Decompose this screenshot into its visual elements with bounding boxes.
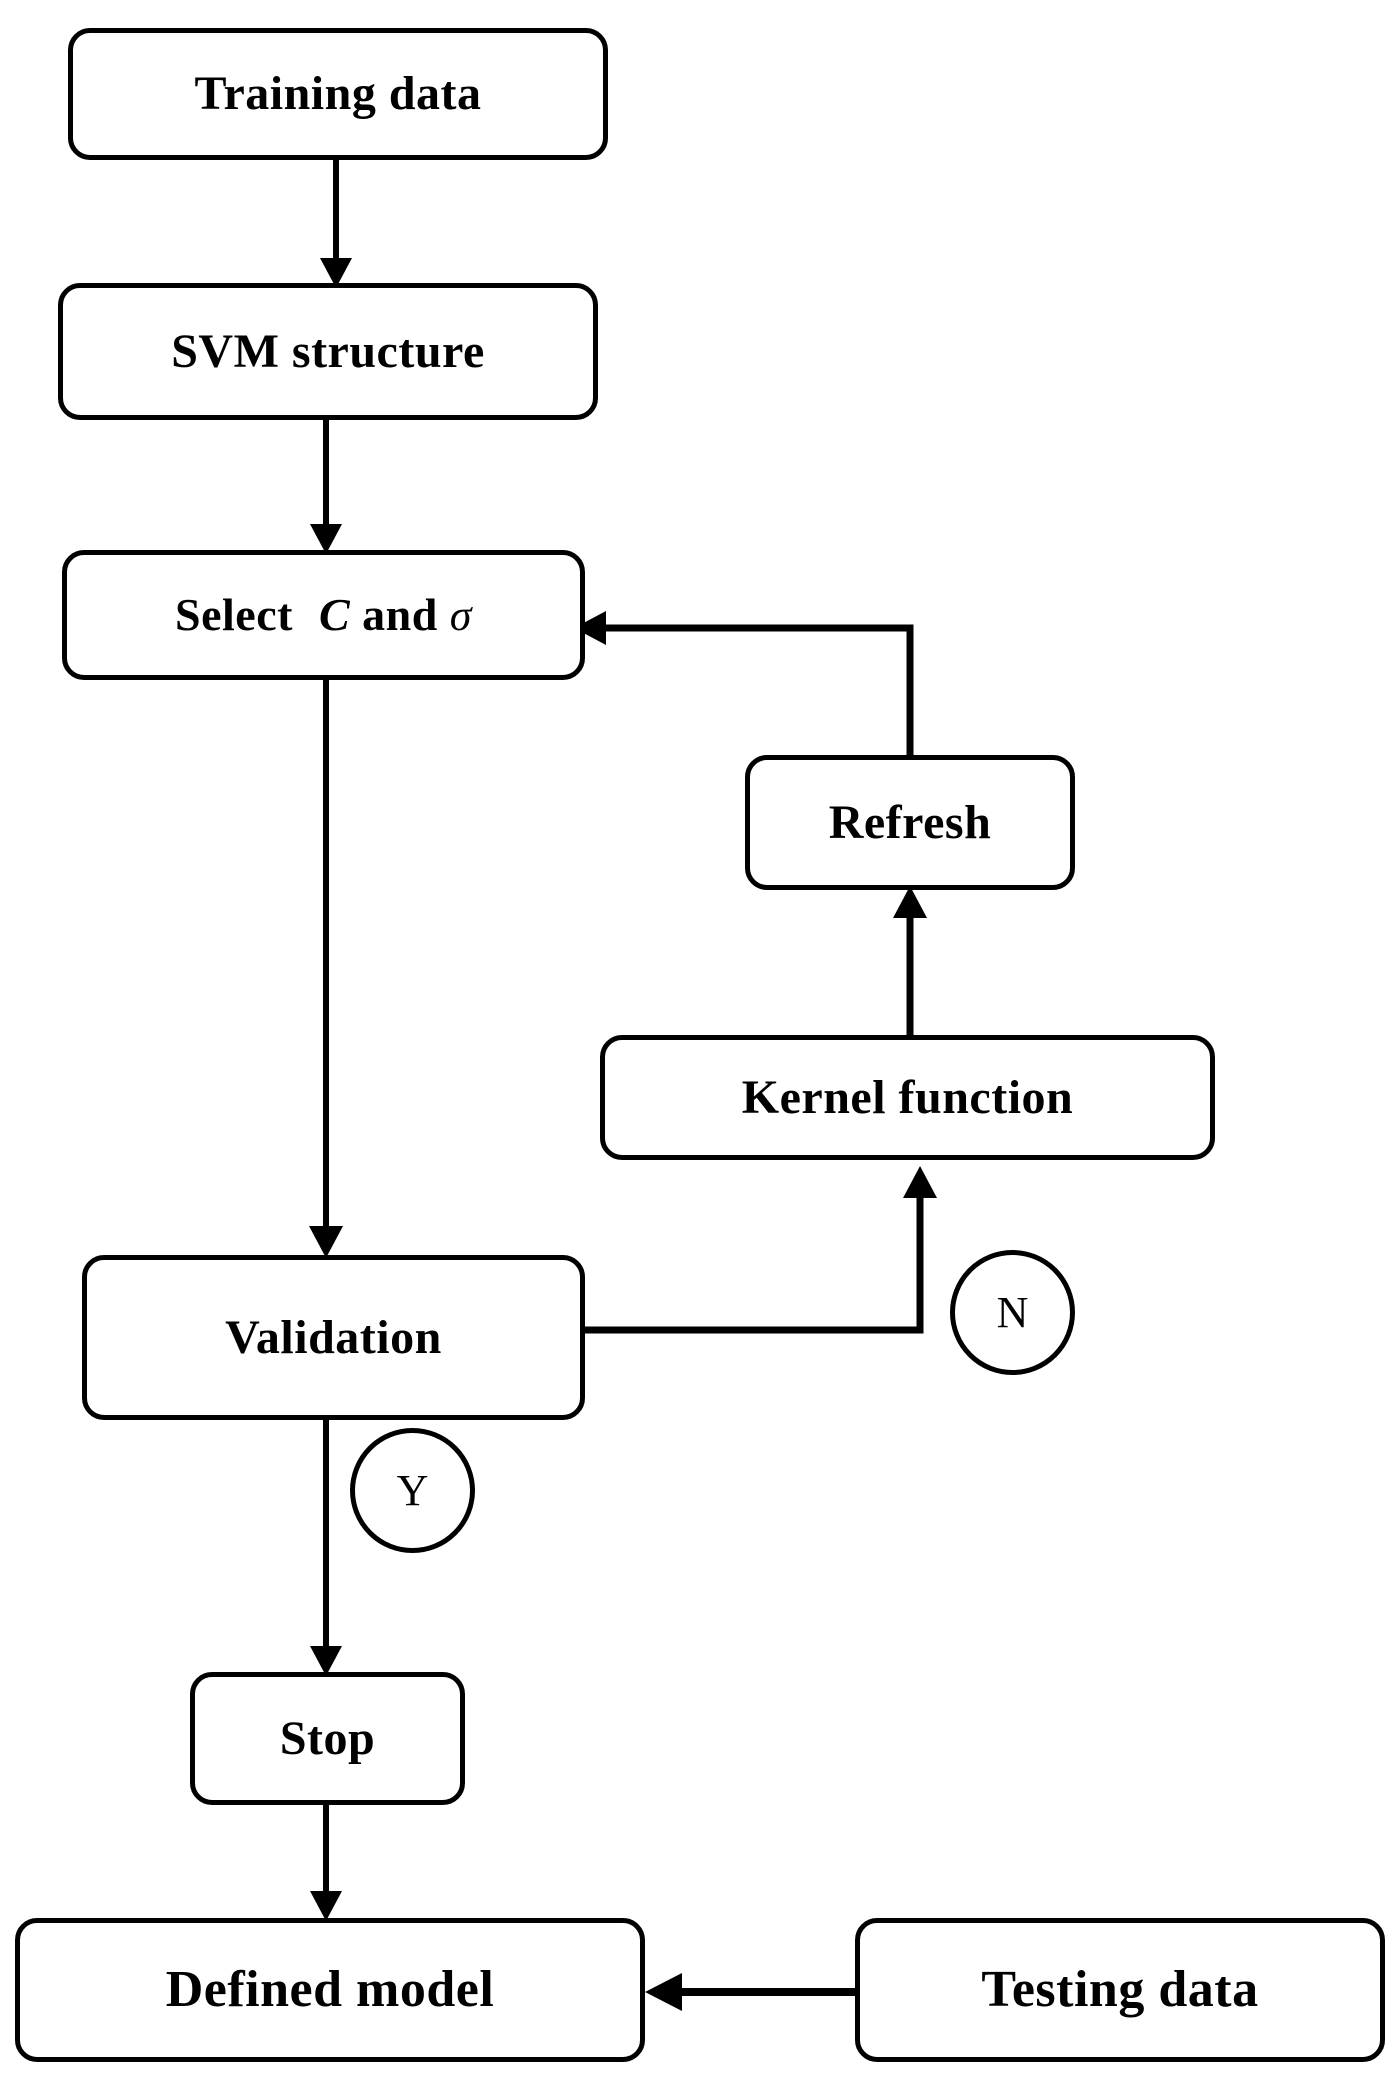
edge-refresh-to-select: [574, 611, 914, 755]
edge-validation-to-stop: [310, 1420, 342, 1676]
node-select-parameters[interactable]: Select C and σ: [62, 550, 585, 680]
node-select-parameters-label: Select C and σ: [175, 592, 472, 638]
parameter-sigma-symbol: σ: [449, 591, 472, 640]
decision-marker-y: Y: [350, 1428, 475, 1553]
node-kernel-function-label: Kernel function: [741, 1070, 1074, 1124]
node-training-data[interactable]: Training data: [68, 28, 608, 160]
decision-marker-n: N: [950, 1250, 1075, 1375]
edge-testing-to-defined-model: [645, 1973, 855, 2011]
edge-validation-to-kernel: [585, 1166, 937, 1334]
node-stop-label: Stop: [279, 1711, 376, 1765]
node-testing-data-label: Testing data: [981, 1961, 1259, 2018]
node-training-data-label: Training data: [194, 67, 482, 120]
node-validation[interactable]: Validation: [82, 1255, 585, 1420]
edge-svm-to-select: [310, 420, 342, 554]
node-defined-model-label: Defined model: [165, 1961, 495, 2018]
node-stop[interactable]: Stop: [190, 1672, 465, 1805]
select-keyword: Select: [175, 589, 293, 640]
edge-kernel-to-refresh: [893, 886, 927, 1035]
select-conjunction: and: [362, 589, 438, 640]
node-refresh-label: Refresh: [828, 795, 992, 849]
node-kernel-function[interactable]: Kernel function: [600, 1035, 1215, 1160]
decision-marker-n-label: N: [996, 1287, 1029, 1337]
node-defined-model[interactable]: Defined model: [15, 1918, 645, 2062]
node-validation-label: Validation: [225, 1310, 442, 1364]
decision-marker-y-label: Y: [396, 1465, 429, 1515]
edge-stop-to-defined-model: [310, 1805, 342, 1921]
node-svm-structure[interactable]: SVM structure: [58, 283, 598, 420]
node-refresh[interactable]: Refresh: [745, 755, 1075, 890]
edge-select-to-validation: [309, 680, 343, 1258]
edge-training-to-svm: [320, 160, 352, 288]
node-svm-structure-label: SVM structure: [171, 324, 485, 378]
node-testing-data[interactable]: Testing data: [855, 1918, 1385, 2062]
parameter-c-symbol: C: [318, 589, 351, 640]
